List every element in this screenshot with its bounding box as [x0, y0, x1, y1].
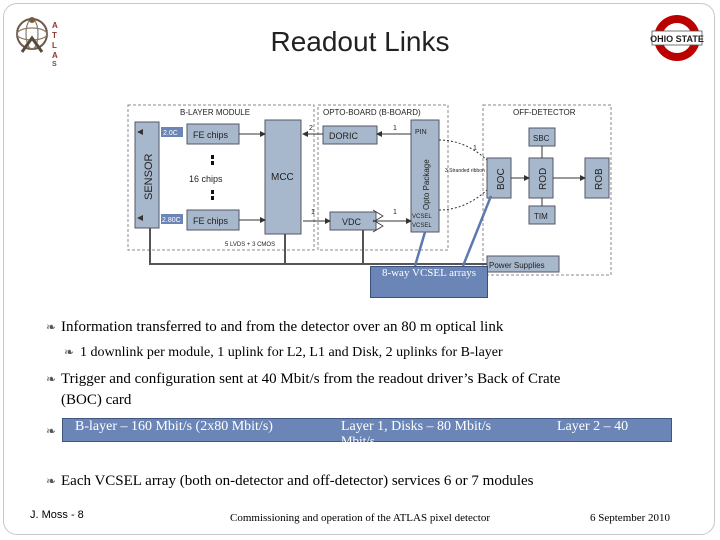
svg-text:T: T [52, 31, 57, 40]
boc-block [486, 157, 512, 199]
svg-text:ROD: ROD [538, 168, 549, 190]
readout-block-diagram: B-LAYER MODULE OPTO-BOARD (B-BOARD) OFF-… [125, 100, 615, 300]
svg-text:VDC: VDC [342, 217, 362, 227]
slide-title: Readout Links [270, 26, 450, 57]
section-blayer-label: B-LAYER MODULE [180, 108, 250, 117]
svg-text:PIN: PIN [415, 129, 427, 136]
svg-text:DORIC: DORIC [329, 131, 359, 141]
section-offdet-label: OFF-DETECTOR [513, 108, 576, 117]
section-opto-label: OPTO-BOARD (B-BOARD) [323, 108, 421, 117]
band-layer1-text: Layer 1, Disks – 80 Mbit/s [341, 419, 492, 434]
band-layer1-unit-text: Mbit/s [341, 433, 375, 448]
svg-text:A: A [52, 21, 58, 30]
bullet-marker-icon: ❧ [46, 372, 57, 386]
footer-author: J. Moss - 8 [30, 509, 84, 521]
band-blayer-text: B-layer – 160 Mbit/s (2x80 Mbit/s) [75, 419, 273, 434]
blayer-section [127, 104, 315, 251]
link-speed-band: B-layer – 160 Mbit/s (2x80 Mbit/s) Layer… [62, 418, 672, 448]
svg-text:A: A [52, 51, 58, 60]
band-layer2-text: Layer 2 – 40 [557, 419, 629, 434]
ohio-state-logo-icon: OHIO STATE [650, 15, 704, 61]
svg-text:1: 1 [473, 145, 477, 152]
atlas-logo-icon: A T L A S [16, 17, 58, 68]
svg-text:Opto Package: Opto Package [422, 159, 431, 210]
svg-text:OHIO STATE: OHIO STATE [650, 34, 704, 44]
svg-text:ROB: ROB [594, 168, 605, 190]
footer-subject: Commissioning and operation of the ATLAS… [230, 512, 490, 524]
sensor-block [134, 121, 160, 229]
svg-text:1: 1 [311, 209, 315, 216]
offdet-section [482, 104, 612, 276]
sensor-label: SENSOR [143, 153, 155, 200]
speed-bottom-label: 2.80C [162, 217, 181, 224]
rob-block [584, 157, 610, 199]
svg-text:S: S [52, 61, 57, 68]
svg-text:Power Supplies: Power Supplies [489, 261, 545, 270]
svg-text:VCSEL: VCSEL [412, 214, 432, 220]
svg-text:SBC: SBC [533, 134, 550, 143]
lvds-label: 5 LVDS + 3 CMOS [225, 242, 275, 248]
svg-text:L: L [52, 41, 57, 50]
fiber-label: 3 Stranded ribbon [445, 168, 485, 174]
svg-text:1: 1 [393, 209, 397, 216]
svg-text:MCC: MCC [271, 172, 294, 183]
svg-text:FE chips: FE chips [193, 216, 229, 226]
svg-text:TIM: TIM [534, 212, 548, 221]
chips-count-label: 16 chips [189, 174, 223, 184]
slide-frame [3, 3, 715, 535]
svg-text:FE chips: FE chips [193, 130, 229, 140]
footer-date: 6 September 2010 [590, 512, 671, 524]
bullet-marker-icon: ❧ [46, 474, 57, 488]
svg-text:1: 1 [393, 125, 397, 132]
svg-text:BOC: BOC [496, 168, 507, 190]
bullet-marker-icon: ❧ [46, 424, 57, 438]
opto-package-block [410, 119, 440, 233]
svg-text:2: 2 [309, 125, 313, 132]
speed-top-label: 2.0C [163, 130, 178, 137]
bullet-marker-icon: ❧ [46, 320, 57, 334]
svg-text:VCSEL: VCSEL [412, 223, 432, 229]
mcc-block [264, 119, 302, 235]
opto-section [317, 104, 449, 251]
vcsel-arrays-callout: 8-way VCSEL arrays [370, 266, 488, 298]
bullet-marker-icon: ❧ [64, 345, 75, 359]
